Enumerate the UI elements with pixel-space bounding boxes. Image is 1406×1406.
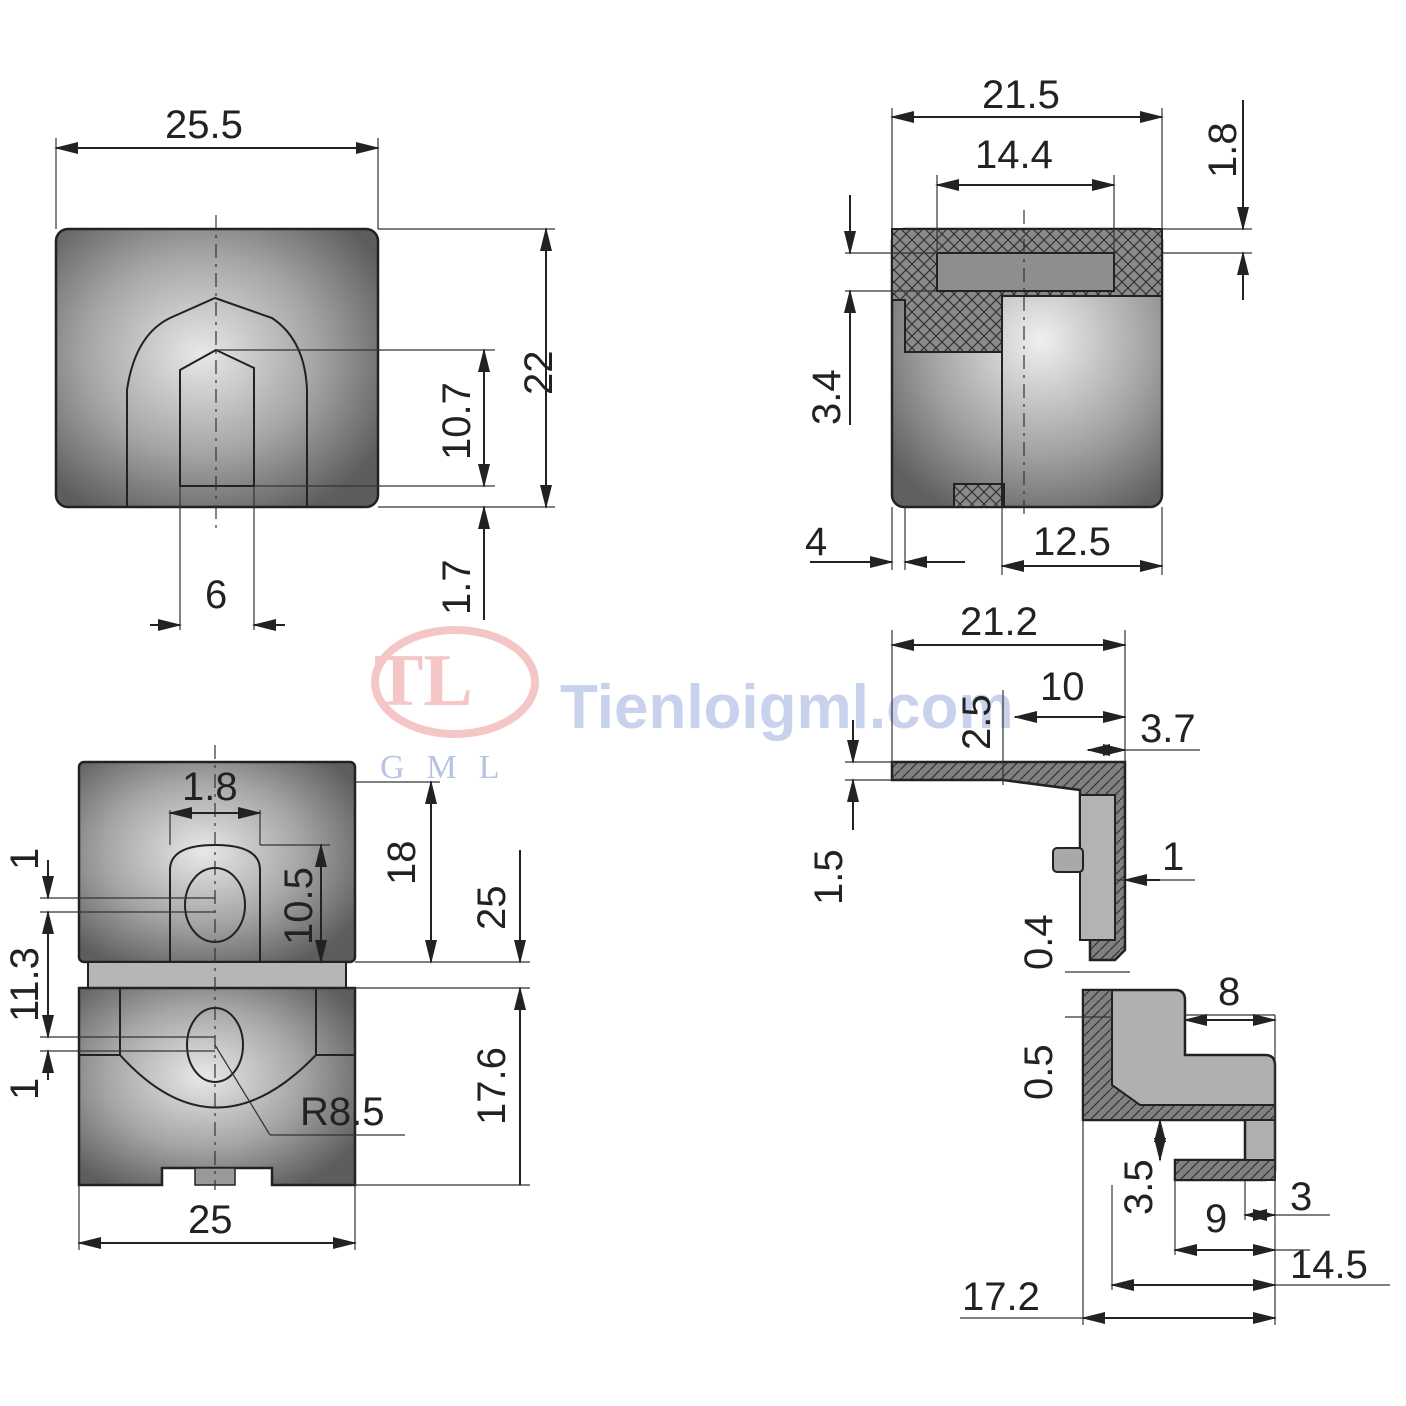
dim-section-lip: 8 [1218,970,1240,1014]
bottom-neck [87,961,347,989]
side-bottom-hatch [953,483,1005,508]
section-lower-hatch [1082,989,1276,1121]
front-slot [179,348,255,487]
dim-front-height: 22 [517,351,561,396]
section-view: 21.2 2.5 10 3.7 1.5 1 0.4 0.5 8 3.5 3 9 … [807,600,1390,1325]
watermark-site: Tienloigml.com [560,673,1014,742]
dim-section-width: 21.2 [960,600,1038,644]
dim-section-tip: 3 [1290,1175,1312,1219]
dim-side-top-width: 21.5 [982,73,1060,117]
dim-front-slot-width: 6 [205,573,227,617]
watermark-logo-text: TL [374,640,473,722]
bottom-view: 1.8 10.5 18 25 17.6 R8.5 25 1 11.3 1 1 [3,745,530,1250]
dim-section-width-low: 14.5 [1290,1243,1368,1287]
front-view: 25.5 22 10.7 1.7 6 [54,103,561,631]
dim-section-step: 0.5 [1017,1044,1061,1100]
dim-bottom-slot-height: 10.5 [277,867,321,945]
dim-bottom-left-1a: 1 [3,848,47,870]
front-arch [126,296,308,507]
dim-section-inner: 10 [1040,665,1085,709]
watermark-logo-ring [371,626,539,738]
dim-section-gap: 0.4 [1017,914,1061,970]
watermark: TL GML Tienloigml.com [371,626,1014,786]
dim-section-hook: 3.5 [1117,1159,1161,1215]
side-top-slot [936,252,1115,292]
dim-bottom-upper-height: 18 [380,841,424,886]
dim-side-left-offset: 4 [805,520,827,564]
section-hook-hatch [1174,1159,1276,1181]
side-view: 21.5 14.4 1.8 3.4 4 12.5 [805,73,1252,575]
dim-bottom-width: 25 [188,1198,233,1242]
bottom-radius-arc [119,1054,317,1109]
dim-bottom-radius: R8.5 [300,1090,385,1134]
section-upper-inner [1079,794,1116,941]
watermark-brand: GML [380,749,522,786]
dim-side-top-thickness: 1.8 [1201,122,1245,178]
dim-bottom-total-height: 25 [470,886,514,931]
bottom-radius-leader [214,1044,271,1136]
dim-bottom-lower-height: 17.6 [470,1047,514,1125]
dim-section-thickness: 2.5 [955,694,999,750]
dim-section-pin: 1 [1162,835,1184,879]
dim-section-plate: 1.5 [807,849,851,905]
dim-side-wall-height: 3.4 [805,369,849,425]
dim-front-bottom-offset: 1.7 [435,559,479,615]
dim-section-base: 17.2 [962,1275,1040,1319]
dim-side-right-width: 12.5 [1033,520,1111,564]
dim-front-slot-height: 10.7 [435,382,479,460]
dim-section-nine: 9 [1205,1197,1227,1241]
dim-bottom-slot-width: 1.8 [182,765,238,809]
front-body [54,227,380,509]
dim-bottom-left-11-3: 11.3 [3,947,47,1022]
dim-front-width: 25.5 [165,103,243,147]
dim-section-right: 3.7 [1140,707,1196,751]
section-pin [1052,847,1084,873]
dim-bottom-left-1c: 1 [3,1078,47,1100]
dim-side-inner-width: 14.4 [975,133,1053,177]
